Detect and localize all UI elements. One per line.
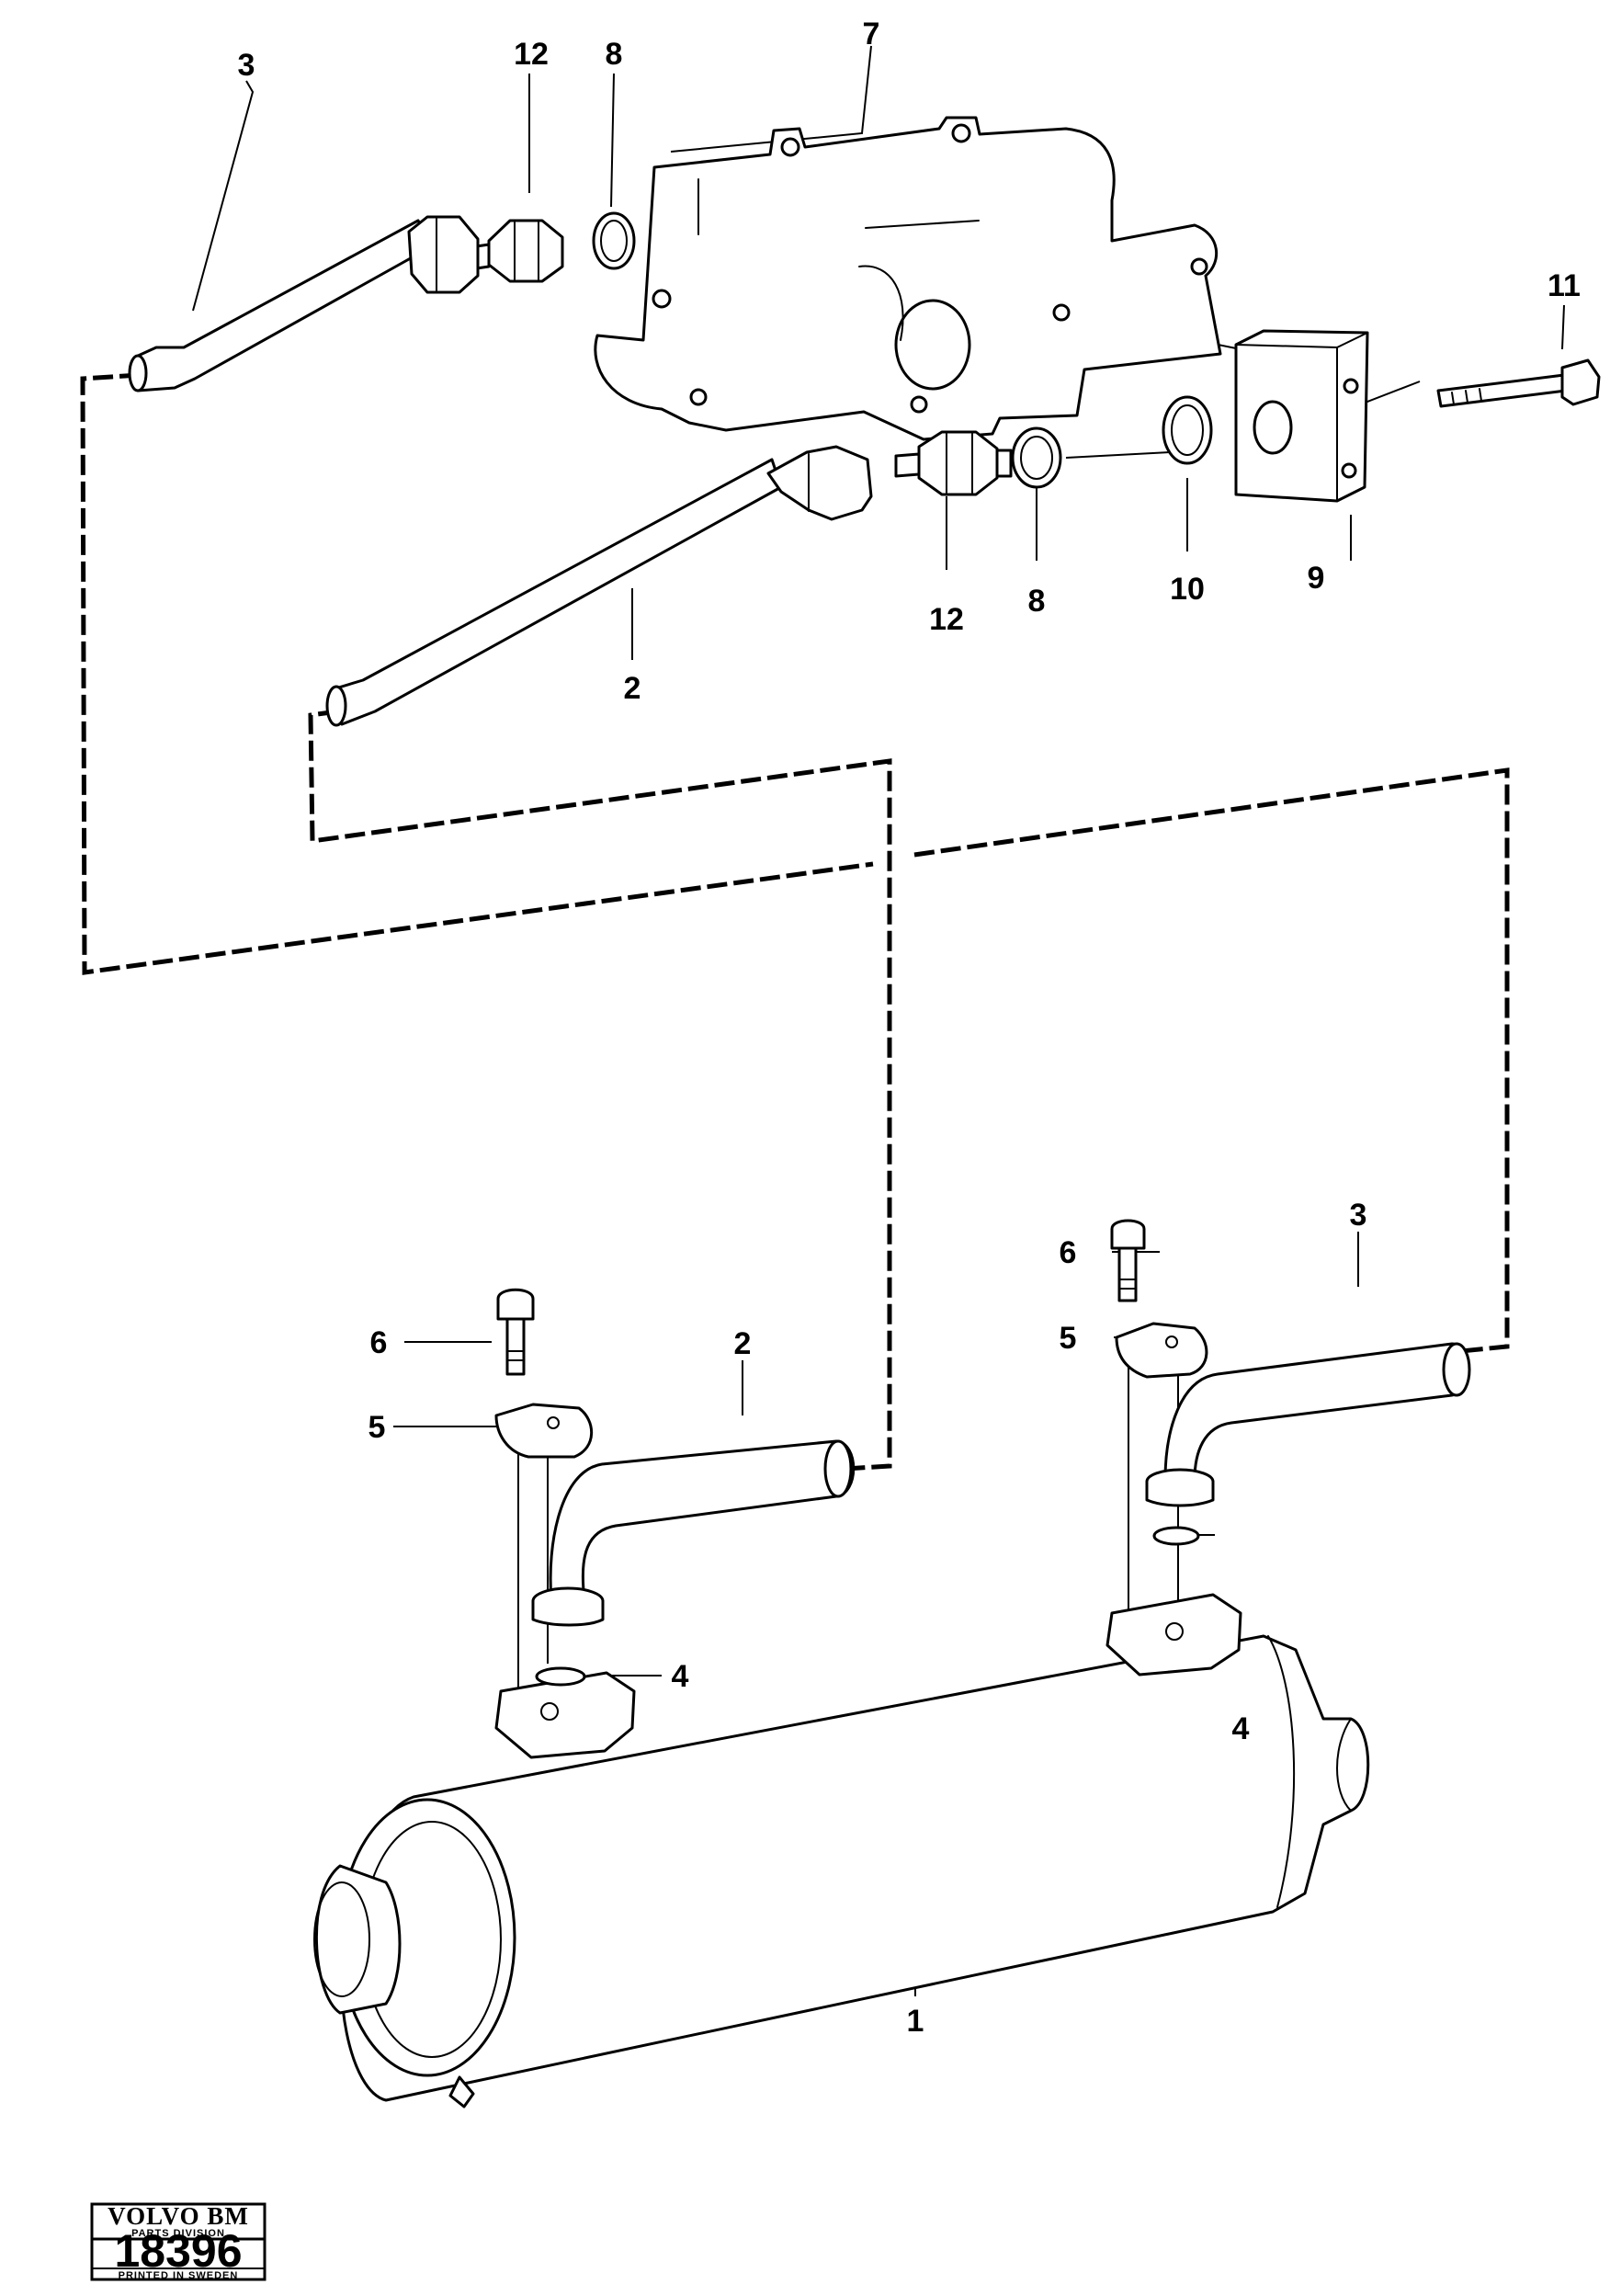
lower-pipe-return [1145,1342,1471,1507]
callout-8-top: 8 [606,37,623,72]
volvo-bm-stamp: VOLVO BM PARTS DIVISION 18396 PRINTED IN… [90,2202,266,2281]
lower-pipe-supply [531,1439,856,1627]
block-bolt [1436,358,1601,408]
lower-nipple [894,430,1013,496]
stamp-division: PARTS DIVISION [131,2228,225,2239]
callout-2-top: 2 [624,671,641,706]
valve-block [1234,329,1369,503]
callout-9: 9 [1308,561,1325,596]
lower-o-ring [1011,426,1062,489]
callout-12-bottom: 12 [929,602,964,637]
callout-2-bottom: 2 [734,1326,752,1361]
upper-pipe-return [128,215,480,392]
lower-bolt-right [1110,1219,1146,1302]
callout-7: 7 [863,17,880,51]
callout-1: 1 [907,2004,924,2039]
callout-5-left: 5 [368,1410,386,1445]
callout-5-right: 5 [1060,1321,1077,1356]
oil-cooler [313,1593,1370,2108]
callout-8-bottom: 8 [1028,584,1046,619]
routing-lines [80,372,1510,1472]
stamp-printed: PRINTED IN SWEDEN [119,2270,239,2281]
stamp-brand: VOLVO BM [108,2202,249,2230]
callout-12-top: 12 [514,37,549,72]
callout-4-right: 4 [1232,1711,1250,1746]
callout-6-right: 6 [1060,1235,1077,1270]
callout-3-bottom: 3 [1350,1198,1367,1233]
lower-clamp-left [494,1403,594,1459]
callout-6-left: 6 [370,1325,388,1360]
callout-3-top: 3 [238,48,255,83]
upper-o-ring [592,211,636,270]
lower-pipe-return-o-ring [1152,1526,1200,1546]
callout-11: 11 [1548,268,1581,303]
lower-pipe-supply-o-ring [535,1666,586,1687]
block-o-ring [1162,395,1213,465]
callouts: 1 2 2 3 3 4 4 5 5 6 6 7 8 8 9 10 11 12 1… [238,17,1581,2039]
valve-body [594,116,1222,441]
callout-4-left: 4 [672,1659,689,1694]
lower-clamp-right [1115,1322,1208,1379]
upper-pipe-supply [325,445,873,727]
lower-bolt-left [496,1288,535,1376]
callout-10: 10 [1170,572,1205,607]
stamp-number: 18396 [114,2225,242,2277]
